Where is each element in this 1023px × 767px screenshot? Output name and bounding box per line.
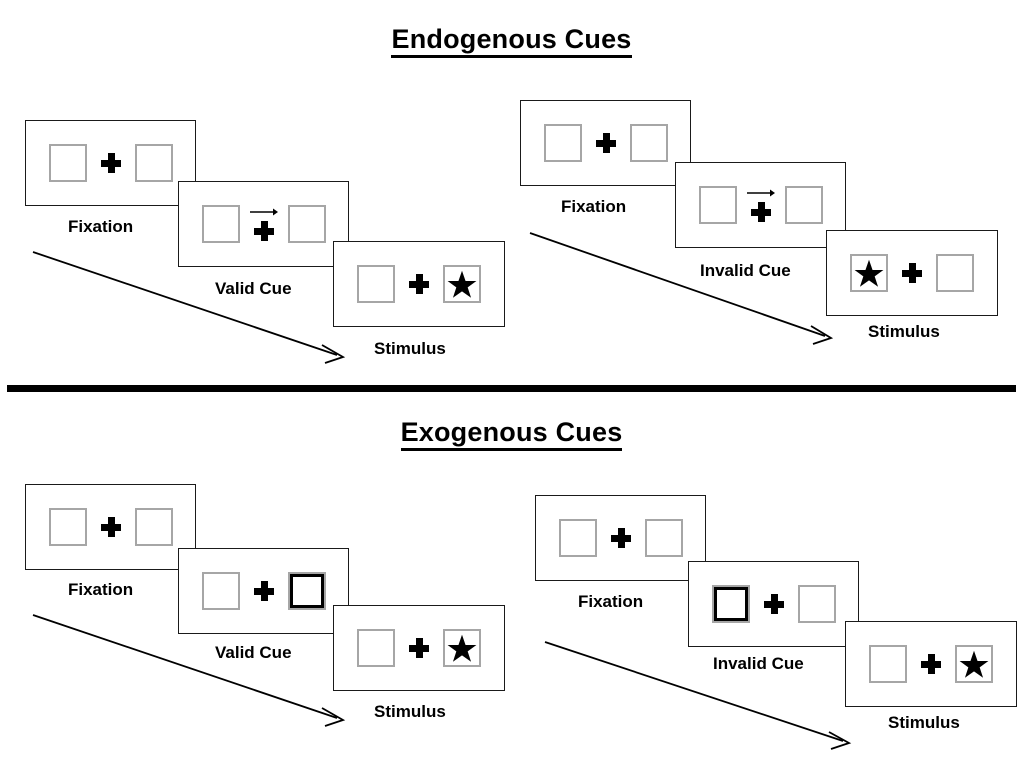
stage-label-fixation: Fixation — [578, 592, 644, 611]
flow-arrow-exogenous-invalid — [544, 641, 852, 750]
fixation-cross-icon — [253, 221, 274, 241]
fixation-cross-icon — [409, 638, 429, 658]
placeholder-box-left-cued — [711, 585, 750, 623]
central-cue-group — [746, 186, 775, 224]
fixation-cross-icon — [750, 202, 771, 222]
section-title-endogenous-text: Endogenous Cues — [391, 24, 632, 58]
star-target-icon — [959, 650, 989, 678]
frame-content — [201, 572, 326, 610]
frame-endogenous-valid-stimulus — [333, 241, 505, 327]
placeholder-box-right — [134, 508, 173, 546]
fixation-cross-icon — [763, 594, 784, 614]
frame-content — [558, 519, 683, 557]
frame-content — [357, 629, 481, 667]
placeholder-box-right — [936, 254, 974, 292]
frame-exogenous-invalid-stimulus — [845, 621, 1017, 707]
fixation-cross-icon — [100, 517, 121, 537]
frame-content — [357, 265, 481, 303]
placeholder-box-left — [48, 508, 87, 546]
placeholder-box-left — [201, 572, 240, 610]
stage-label-valid-cue: Valid Cue — [215, 643, 292, 662]
frame-content — [201, 205, 326, 243]
arrow-right-cue-icon — [249, 208, 278, 216]
placeholder-box-right-target — [955, 645, 993, 683]
placeholder-box-left — [357, 265, 395, 303]
placeholder-box-right-target — [443, 265, 481, 303]
placeholder-box-left — [558, 519, 597, 557]
stage-label-fixation: Fixation — [561, 197, 627, 216]
stage-label-stimulus: Stimulus — [868, 322, 940, 341]
placeholder-box-left — [543, 124, 582, 162]
central-cue-group — [249, 205, 278, 243]
placeholder-box-right-target — [443, 629, 481, 667]
frame-content — [48, 508, 173, 546]
stage-label-stimulus: Stimulus — [888, 713, 960, 732]
fixation-cross-icon — [100, 153, 121, 173]
fixation-cross-icon — [595, 133, 616, 153]
arrow-right-cue-icon — [746, 189, 775, 197]
placeholder-box-right — [644, 519, 683, 557]
placeholder-box-left — [201, 205, 240, 243]
placeholder-box-right — [134, 144, 173, 182]
placeholder-box-right — [784, 186, 823, 224]
stage-label-invalid-cue: Invalid Cue — [700, 261, 791, 280]
stage-label-fixation: Fixation — [68, 580, 134, 599]
frame-endogenous-valid-cue — [178, 181, 349, 267]
frame-content — [711, 585, 836, 623]
frame-exogenous-valid-fixation — [25, 484, 196, 570]
section-divider — [7, 385, 1016, 392]
placeholder-box-right — [797, 585, 836, 623]
placeholder-box-left — [698, 186, 737, 224]
frame-exogenous-valid-cue — [178, 548, 349, 634]
placeholder-box-right — [629, 124, 668, 162]
frame-content — [850, 254, 974, 292]
section-title-exogenous-text: Exogenous Cues — [400, 417, 623, 451]
fixation-cross-icon — [253, 581, 274, 601]
frame-content — [48, 144, 173, 182]
placeholder-box-left — [357, 629, 395, 667]
frame-exogenous-invalid-cue — [688, 561, 859, 647]
frame-endogenous-invalid-fixation — [520, 100, 691, 186]
placeholder-box-right — [287, 205, 326, 243]
fixation-cross-icon — [409, 274, 429, 294]
frame-endogenous-invalid-cue — [675, 162, 846, 248]
frame-content — [698, 186, 823, 224]
section-title-exogenous: Exogenous Cues — [0, 417, 1023, 451]
stage-label-valid-cue: Valid Cue — [215, 279, 292, 298]
frame-endogenous-valid-fixation — [25, 120, 196, 206]
fixation-cross-icon — [610, 528, 631, 548]
star-target-icon — [854, 259, 884, 287]
fixation-cross-icon — [921, 654, 941, 674]
placeholder-box-left — [48, 144, 87, 182]
placeholder-box-left-target — [850, 254, 888, 292]
placeholder-box-left — [869, 645, 907, 683]
stage-label-stimulus: Stimulus — [374, 702, 446, 721]
stage-label-invalid-cue: Invalid Cue — [713, 654, 804, 673]
star-target-icon — [447, 270, 477, 298]
frame-exogenous-valid-stimulus — [333, 605, 505, 691]
placeholder-box-right-cued — [287, 572, 326, 610]
stage-label-fixation: Fixation — [68, 217, 134, 236]
frame-exogenous-invalid-fixation — [535, 495, 706, 581]
fixation-cross-icon — [902, 263, 922, 283]
frame-content — [543, 124, 668, 162]
stage-label-stimulus: Stimulus — [374, 339, 446, 358]
frame-content — [869, 645, 993, 683]
star-target-icon — [447, 634, 477, 662]
frame-endogenous-invalid-stimulus — [826, 230, 998, 316]
section-title-endogenous: Endogenous Cues — [0, 24, 1023, 58]
